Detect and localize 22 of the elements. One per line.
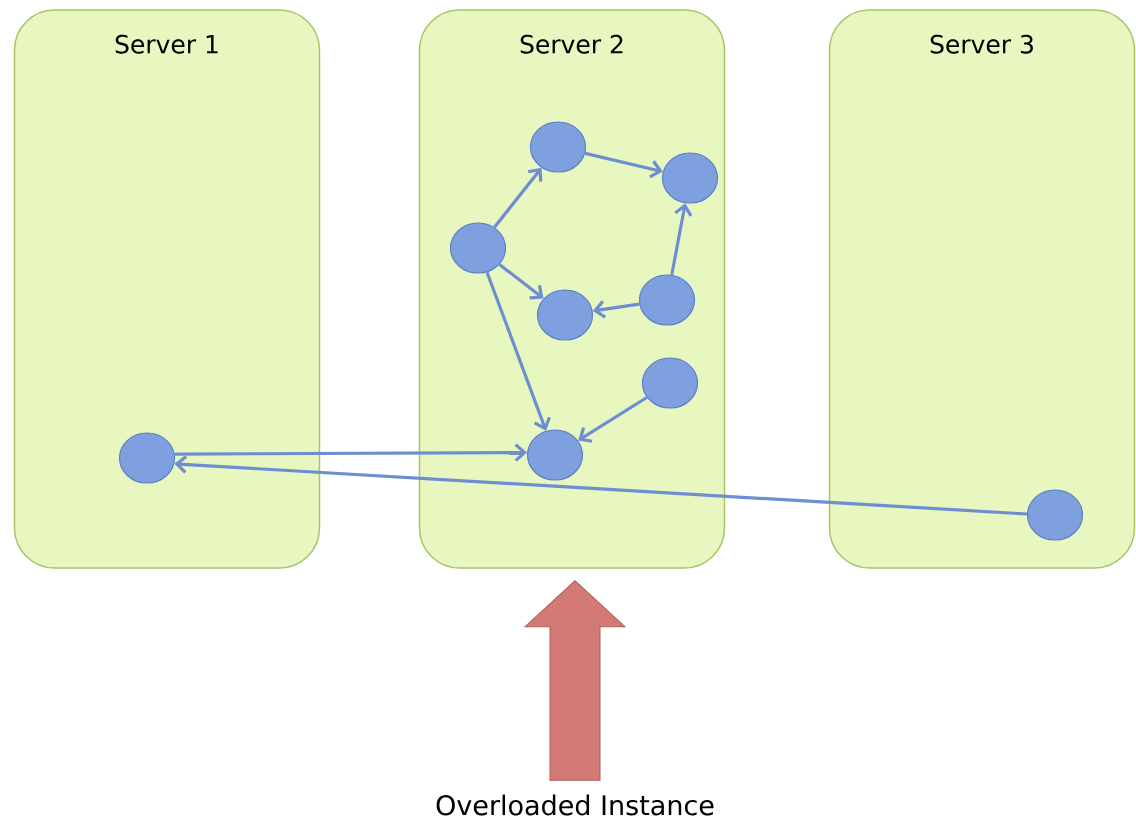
arrow [493, 167, 543, 229]
arrow [584, 151, 663, 179]
instance-circle [536, 289, 594, 341]
arrow [592, 300, 640, 319]
caption-label: Overloaded Instance [436, 794, 714, 816]
server-box: Server 1 [13, 9, 321, 569]
block-arrow [524, 580, 626, 781]
arrow [578, 396, 648, 443]
instance-circle [529, 121, 587, 173]
arrow [485, 271, 551, 431]
instance-circle [449, 222, 507, 274]
instance-circle [1026, 489, 1084, 541]
arrow [174, 443, 528, 462]
arrow [498, 263, 544, 300]
instance-circle [661, 152, 719, 204]
arrow [174, 455, 1028, 516]
instance-circle [526, 429, 584, 481]
instance-circle [641, 357, 699, 409]
instance-circle [118, 432, 176, 484]
arrow [670, 203, 693, 276]
server-box: Server 3 [828, 9, 1136, 569]
instance-circle [638, 274, 696, 326]
